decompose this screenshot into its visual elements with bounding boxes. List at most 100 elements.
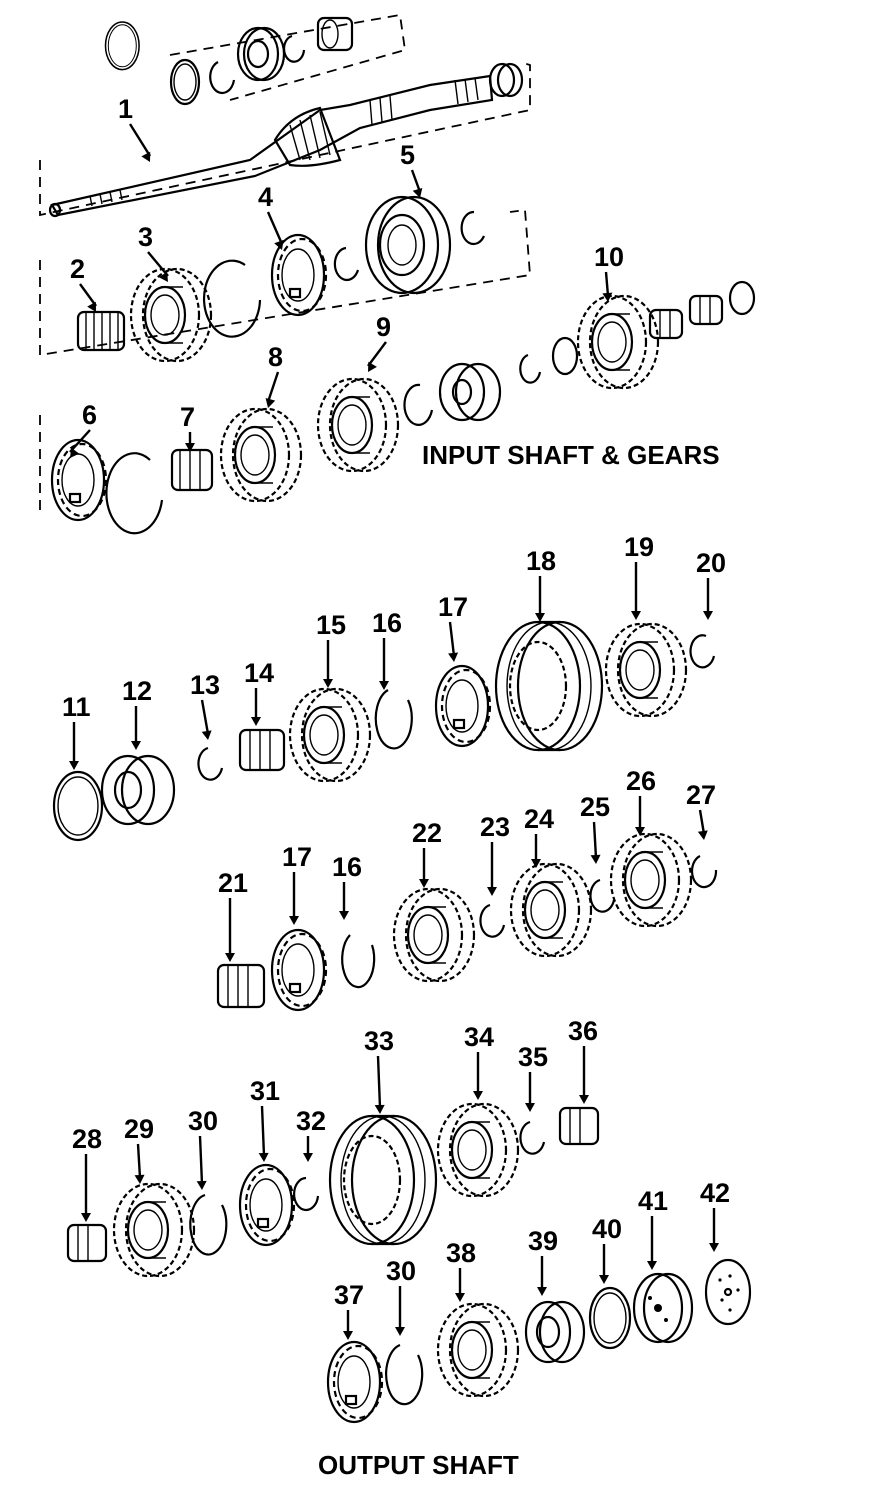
needle-bearing-2 <box>76 310 126 352</box>
callout-14: 14 <box>244 658 274 688</box>
callout-arrowhead <box>448 652 459 662</box>
callout-arrowhead <box>323 679 333 688</box>
needle-bearing-part <box>316 16 354 52</box>
callout-41: 41 <box>638 1186 668 1216</box>
gear-3 <box>129 267 213 363</box>
snap-ring-23 <box>479 903 506 938</box>
callout-32: 32 <box>296 1106 326 1136</box>
gear-22 <box>392 887 476 983</box>
callout-leader-line <box>136 1143 142 1179</box>
callout-42: 42 <box>700 1178 730 1208</box>
snap-ring-32 <box>293 1176 320 1212</box>
callout-arrowhead <box>395 1327 405 1336</box>
callout-1: 1 <box>118 94 133 124</box>
callout-arrowhead <box>647 1261 657 1270</box>
ring-part <box>104 21 140 71</box>
snap-ring-25 <box>589 878 616 913</box>
callout-35: 35 <box>518 1042 548 1072</box>
callout-15: 15 <box>316 610 346 640</box>
synchro-ring-6 <box>50 438 108 522</box>
snap-ring-16b <box>341 934 376 989</box>
callout-9: 9 <box>376 312 391 342</box>
input-shaft <box>48 62 524 218</box>
callout-36: 36 <box>568 1016 598 1046</box>
callout-arrowhead <box>289 916 299 925</box>
callout-arrowhead <box>525 1103 535 1112</box>
callout-arrowhead <box>134 1174 145 1184</box>
callout-29: 29 <box>124 1114 154 1144</box>
callout-leader-line <box>128 123 152 157</box>
callout-leader-line <box>376 1055 382 1109</box>
callout-leader-line <box>79 283 97 307</box>
ring-40 <box>588 1286 632 1350</box>
callout-arrowhead <box>70 447 80 458</box>
ring-part <box>105 452 164 535</box>
callout-arrowhead <box>141 151 151 162</box>
callout-arrowhead <box>201 730 212 740</box>
washer-part <box>728 280 756 316</box>
group-outline-mid <box>39 208 531 357</box>
callout-arrowhead <box>368 361 377 372</box>
callout-arrowhead <box>196 1180 207 1190</box>
needle-bearing-part <box>688 294 724 326</box>
group-outline-lower <box>39 415 46 513</box>
callout-20: 20 <box>696 548 726 578</box>
callout-leader-line <box>266 371 280 403</box>
snap-ring-20 <box>689 634 716 669</box>
plug-42 <box>704 1258 752 1326</box>
callout-8: 8 <box>268 342 283 372</box>
snap-ring-16 <box>374 689 413 750</box>
ring-11 <box>52 770 104 842</box>
callout-arrowhead <box>531 859 541 868</box>
callout-labels: 1 2 3 4 5 6 7 8 9 10 INPUT SHAFT & GEARS… <box>62 94 730 1480</box>
callout-2: 2 <box>70 254 85 284</box>
callout-leader-line <box>410 169 422 193</box>
callout-arrowhead <box>131 741 141 750</box>
callout-arrowhead <box>303 1153 313 1162</box>
callout-10: 10 <box>594 242 624 272</box>
callout-leader-line <box>198 1135 204 1185</box>
callout-arrowhead <box>455 1293 465 1302</box>
callout-6: 6 <box>82 400 97 430</box>
bearing-part <box>438 362 502 422</box>
callout-16a: 16 <box>372 608 402 638</box>
callout-arrowhead <box>535 613 545 622</box>
callout-19: 19 <box>624 532 654 562</box>
callout-arrowhead <box>185 443 195 452</box>
callout-arrowhead <box>412 187 423 198</box>
snap-ring-35 <box>519 1120 546 1155</box>
callout-arrowhead <box>158 271 168 282</box>
callout-arrowhead <box>265 397 276 408</box>
gear-34 <box>436 1102 520 1198</box>
callout-25: 25 <box>580 792 610 822</box>
ring-part <box>169 58 201 106</box>
callout-33: 33 <box>364 1026 394 1056</box>
callout-arrowhead <box>225 953 235 962</box>
sleeve-33 <box>328 1114 438 1246</box>
callout-17a: 17 <box>438 592 468 622</box>
callout-leader-line <box>200 699 210 735</box>
callout-arrowhead <box>473 1091 483 1100</box>
callout-arrowhead <box>87 301 96 312</box>
gear-15 <box>288 687 372 783</box>
callout-leader-line <box>604 271 610 297</box>
bearing-39 <box>524 1300 586 1364</box>
callout-22: 22 <box>412 818 442 848</box>
gear-29 <box>112 1182 196 1278</box>
callout-arrowhead <box>631 611 641 620</box>
gear-26 <box>609 832 693 928</box>
callout-26: 26 <box>626 766 656 796</box>
callout-arrowhead <box>487 887 497 896</box>
snap-ring-part <box>460 210 486 246</box>
callout-arrowhead <box>703 611 713 620</box>
callout-16b: 16 <box>332 852 362 882</box>
callout-12: 12 <box>122 676 152 706</box>
snap-ring-part <box>519 353 542 384</box>
input-shaft-group <box>39 13 756 535</box>
gear-19 <box>604 622 688 718</box>
callout-28: 28 <box>72 1124 102 1154</box>
callout-31: 31 <box>250 1076 280 1106</box>
group-outline-top <box>169 13 407 101</box>
retainer-41 <box>632 1272 694 1344</box>
synchro-ring-17b <box>270 928 328 1012</box>
